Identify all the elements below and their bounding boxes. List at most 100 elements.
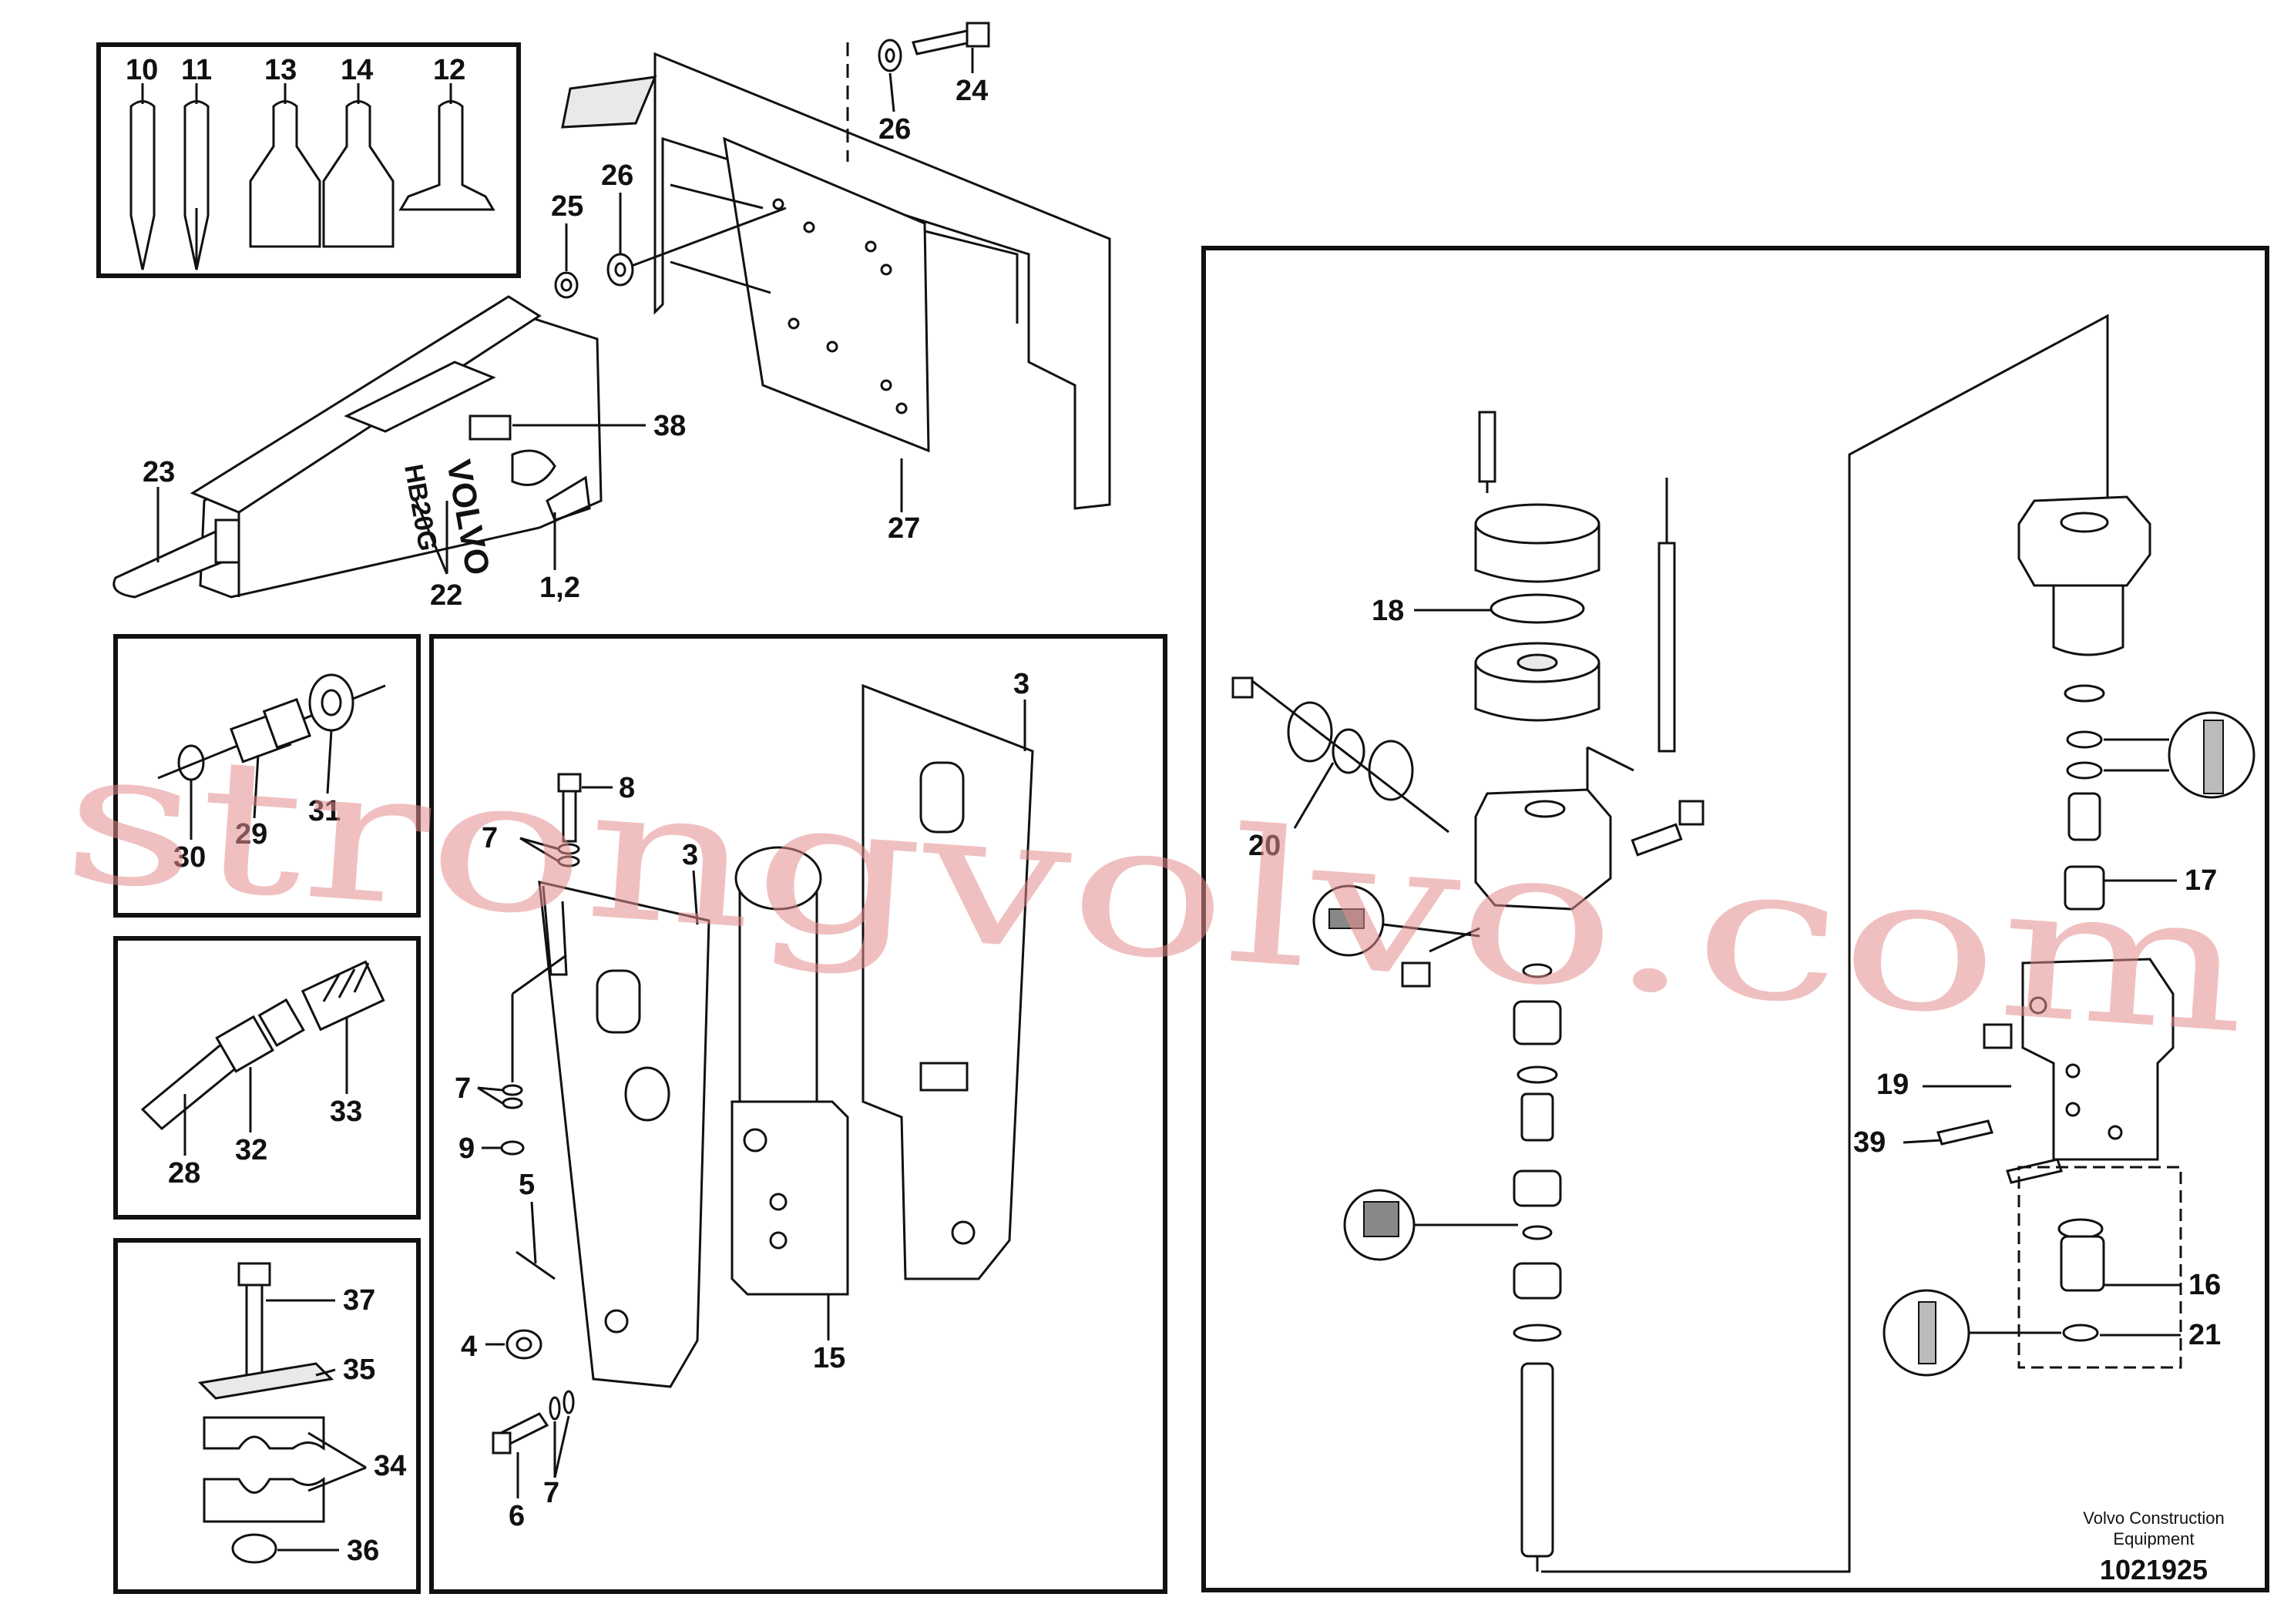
dashed-group-16-21: [2017, 1166, 2182, 1369]
callout-35: 35: [343, 1354, 375, 1386]
callout-9: 9: [458, 1132, 475, 1165]
callout-37: 37: [343, 1284, 375, 1317]
callout-36: 36: [347, 1535, 379, 1567]
callout-20: 20: [1248, 830, 1281, 862]
plate-35: [197, 1362, 334, 1400]
valve-block: [1474, 746, 1634, 911]
seal-ring-31: [308, 673, 354, 732]
plug-fitting-right: [1631, 800, 1705, 857]
pins-19-39: [1936, 1119, 2063, 1184]
callout-4: 4: [461, 1330, 477, 1363]
callout-30: 30: [173, 841, 206, 874]
callout-26-top: 26: [878, 113, 911, 146]
bolt-37: [237, 1262, 271, 1387]
callout-7-mid: 7: [455, 1072, 471, 1105]
callout-6: 6: [509, 1500, 525, 1532]
callout-25: 25: [551, 190, 583, 223]
nut-25: [554, 271, 579, 299]
bushing-4: [505, 1329, 542, 1360]
bolt-24: [912, 22, 990, 55]
detail-circle-lower-right: [1883, 1289, 2061, 1377]
tool-23: [113, 518, 240, 599]
callout-38: 38: [653, 410, 686, 442]
nut-9: [500, 1140, 525, 1156]
callout-26-side: 26: [601, 159, 633, 192]
nut-36: [231, 1533, 277, 1564]
callout-19: 19: [1876, 1069, 1909, 1101]
footer-drawing-number: 1021925: [2100, 1554, 2208, 1585]
callout-29: 29: [235, 818, 267, 851]
tool-bit-tamper-12: [398, 100, 495, 211]
bolt-6: [492, 1412, 549, 1455]
callout-18: 18: [1372, 595, 1404, 627]
callout-5: 5: [519, 1169, 535, 1201]
callout-31: 31: [308, 795, 341, 827]
frame-exploded-box: [429, 634, 1167, 1594]
check-valve-left: [1401, 927, 1480, 988]
callout-3-left: 3: [682, 839, 698, 871]
fitting-inset-2: [113, 936, 421, 1220]
callout-32: 32: [235, 1134, 267, 1166]
washer-26-side: [606, 253, 634, 287]
callout-3-right: 3: [1013, 668, 1029, 700]
bolt-8: [557, 773, 582, 843]
mounting-bracket-27: [561, 52, 1111, 510]
callout-8: 8: [619, 772, 635, 804]
fitting-inset-1: [113, 634, 421, 918]
callout-39: 39: [1853, 1126, 1886, 1159]
side-plate-right-3: [862, 683, 1034, 1280]
callout-24: 24: [956, 75, 988, 107]
callout-7-bottom: 7: [543, 1477, 559, 1509]
callout-14: 14: [341, 54, 373, 86]
tool-bit-moil-10: [129, 100, 156, 270]
top-cap-18: [1474, 503, 1600, 722]
callout-16: 16: [2188, 1269, 2221, 1301]
tool-bit-wide-14: [322, 100, 395, 248]
front-head: [2017, 495, 2151, 656]
footer-company-line2: Equipment: [2113, 1529, 2194, 1549]
callout-27: 27: [888, 512, 920, 545]
callout-33: 33: [330, 1096, 362, 1128]
washers-7-top: [557, 843, 580, 867]
watermark-text: strongvolvo.com: [57, 707, 2255, 1075]
valve-assembly-20: [1231, 676, 1449, 834]
pin-5: [516, 1250, 556, 1280]
adapter-29: [230, 698, 311, 763]
tool-bit-chisel-11: [183, 100, 210, 270]
footer-company-line1: Volvo Construction: [2083, 1508, 2224, 1528]
cylinder-exploded-box: [1201, 246, 2269, 1592]
detail-circle-left: [1312, 884, 1480, 957]
callout-11: 11: [181, 54, 212, 86]
lower-body: [1983, 958, 2175, 1161]
clamp-inset: [113, 1238, 421, 1594]
clamp-halves-34: [203, 1416, 325, 1523]
callout-13: 13: [264, 54, 297, 86]
callout-10: 10: [126, 54, 158, 86]
coupling-33: [301, 960, 385, 1032]
seal-rings-upper: [2064, 684, 2105, 911]
piston-stack: [1513, 963, 1562, 1572]
washers-7-mid: [502, 1084, 523, 1109]
callout-7-top: 7: [482, 822, 498, 854]
callout-12: 12: [433, 54, 465, 86]
detail-circle-upper-right: [2104, 711, 2255, 799]
tool-bit-blunt-13: [249, 100, 321, 248]
callout-34: 34: [374, 1450, 406, 1482]
side-plate-left-3: [538, 881, 710, 1388]
callout-22: 22: [430, 579, 462, 612]
callout-23: 23: [143, 456, 175, 488]
tool-bits-inset: [96, 42, 521, 278]
callout-1-2: 1,2: [539, 572, 580, 604]
washer-26-top: [878, 39, 902, 72]
hose-fitting-32: [215, 998, 305, 1073]
detail-circle-mid: [1343, 1189, 1518, 1261]
callout-28: 28: [168, 1157, 200, 1189]
callout-21: 21: [2188, 1319, 2221, 1351]
washers-7-bottom: [549, 1390, 575, 1421]
callout-17: 17: [2185, 864, 2217, 897]
breaker-housing-1-2: [190, 295, 603, 599]
cylinder-15: [731, 846, 849, 1296]
callout-15: 15: [813, 1342, 845, 1374]
